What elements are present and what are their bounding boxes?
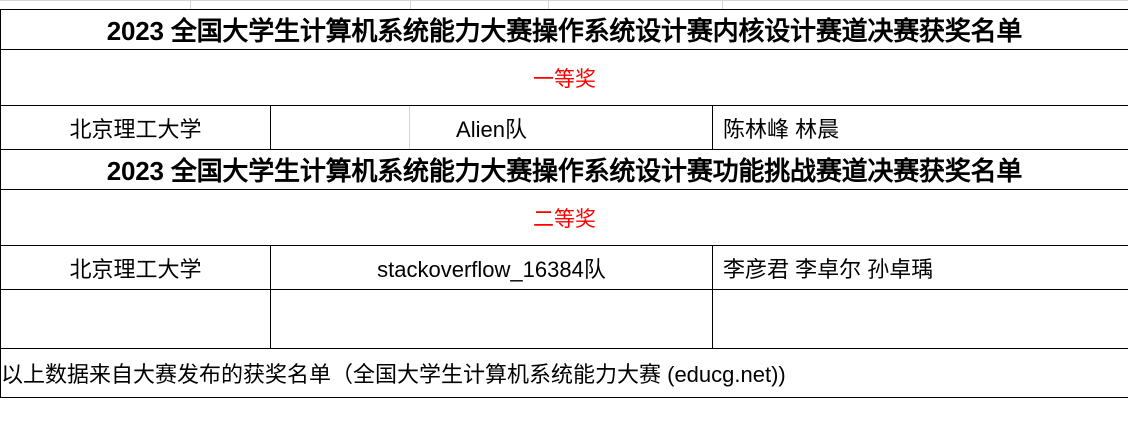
table-row: 一等奖 [0,49,1128,106]
table-row: 北京理工大学 stackoverflow_16384队 李彦君 李卓尔 孙卓瑀 [0,245,1128,290]
member-names: 李彦君 李卓尔 孙卓瑀 [711,245,1128,290]
gridline-vertical [190,0,191,9]
team-name: Alien队 [456,116,527,142]
prize-label-second: 二等奖 [0,189,1128,246]
school-name: 北京理工大学 [0,105,271,150]
team-name: stackoverflow_16384队 [270,245,713,290]
table-row: 2023 全国大学生计算机系统能力大赛操作系统设计赛内核设计赛道决赛获奖名单 [0,9,1128,50]
awards-table: 2023 全国大学生计算机系统能力大赛操作系统设计赛内核设计赛道决赛获奖名单 一… [0,9,1128,398]
section-title-function: 2023 全国大学生计算机系统能力大赛操作系统设计赛功能挑战赛道决赛获奖名单 [0,149,1128,190]
table-row: 北京理工大学 Alien队 陈林峰 林晨 [0,105,1128,150]
school-name: 北京理工大学 [0,245,271,290]
gridline-vertical [410,0,411,9]
source-note: 以上数据来自大赛发布的获奖名单（全国大学生计算机系统能力大赛 (educg.ne… [0,348,1128,398]
prize-label-first: 一等奖 [0,49,1128,106]
gridline-vertical [722,0,723,9]
blank-cell [0,289,271,349]
blank-cell [270,289,713,349]
table-row-footer: 以上数据来自大赛发布的获奖名单（全国大学生计算机系统能力大赛 (educg.ne… [0,348,1128,398]
gridline-vertical [409,106,410,149]
team-name-cell: Alien队 [270,105,713,150]
section-title-kernel: 2023 全国大学生计算机系统能力大赛操作系统设计赛内核设计赛道决赛获奖名单 [0,9,1128,50]
member-names: 陈林峰 林晨 [711,105,1128,150]
blank-cell [711,289,1128,349]
top-gridline-strip [0,0,1128,9]
table-row: 二等奖 [0,189,1128,246]
gridline-horizontal [0,0,1128,1]
table-row-blank [0,289,1128,349]
table-row: 2023 全国大学生计算机系统能力大赛操作系统设计赛功能挑战赛道决赛获奖名单 [0,149,1128,190]
gridline-vertical [548,0,549,9]
